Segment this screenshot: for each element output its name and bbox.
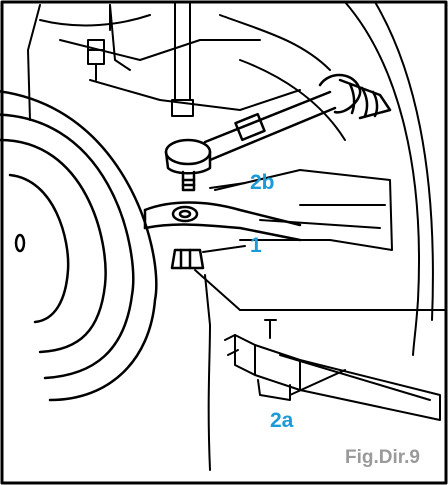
callout-1: 1	[250, 234, 262, 257]
track-rod	[203, 90, 337, 162]
tie-rod-end	[164, 138, 212, 192]
leader-lines	[202, 182, 346, 396]
ball-joint-puller	[224, 319, 441, 421]
inset-connector	[194, 269, 447, 471]
wheel-hub	[0, 90, 158, 402]
vehicle-body	[27, 1, 434, 356]
strut	[171, 1, 194, 117]
steering-arm	[143, 201, 302, 242]
stud-bolt	[87, 39, 105, 81]
castellated-nut	[170, 248, 205, 270]
callout-2a: 2a	[270, 409, 294, 432]
figure-caption: Fig.Dir.9	[345, 447, 420, 468]
callout-2b: 2b	[250, 171, 275, 194]
rubber-boot	[318, 73, 392, 120]
